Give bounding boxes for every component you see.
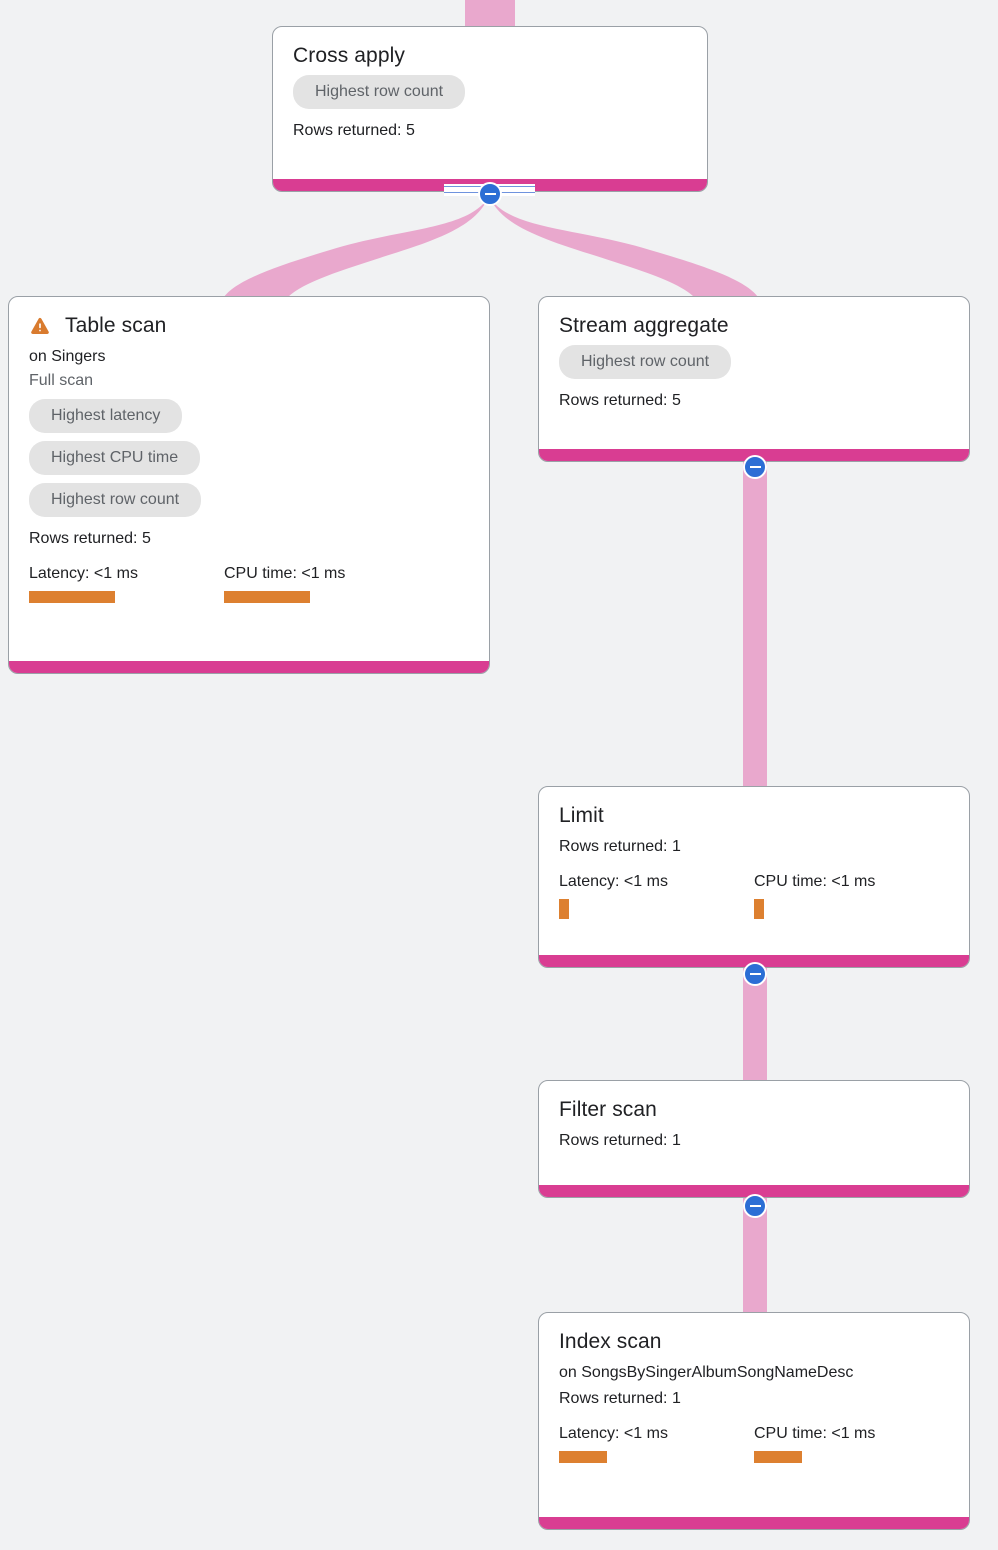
node-footer-accent [539,1185,969,1197]
node-body: Limit Rows returned: 1 Latency: <1 ms CP… [539,787,969,933]
chip-highest-cpu-time: Highest CPU time [29,441,201,475]
node-title-row: Cross apply [293,43,687,69]
node-body: Cross apply Highest row count Rows retur… [273,27,707,157]
warning-icon [31,317,49,334]
collapse-button-stream-aggregate[interactable] [743,455,767,479]
metric-latency: Latency: <1 ms [559,1423,754,1463]
metric-bar [559,1451,607,1463]
chip-wrap: Highest row count [293,75,687,117]
node-limit[interactable]: Limit Rows returned: 1 Latency: <1 ms CP… [538,786,970,968]
node-metrics: Latency: <1 ms CPU time: <1 ms [559,1423,949,1463]
node-footer-accent [539,955,969,967]
node-chips: Highest row count [559,345,949,387]
node-title: Filter scan [559,1098,657,1121]
node-chips: Highest row count [293,75,687,117]
node-index-scan[interactable]: Index scan on SongsBySingerAlbumSongName… [538,1312,970,1530]
metric-cpu-time: CPU time: <1 ms [754,871,949,919]
metric-label: CPU time: <1 ms [224,565,346,582]
node-footer-accent [9,661,489,673]
node-title: Table scan [65,314,167,337]
node-filter-scan[interactable]: Filter scan Rows returned: 1 [538,1080,970,1198]
rows-returned: Rows returned: 5 [293,122,415,139]
collapse-button-limit[interactable] [743,962,767,986]
node-title: Stream aggregate [559,314,729,337]
chip-wrap: Highest row count [559,345,949,387]
node-metrics: Latency: <1 ms CPU time: <1 ms [29,563,469,603]
node-title-row: Limit [559,803,949,829]
node-stream-aggregate[interactable]: Stream aggregate Highest row count Rows … [538,296,970,462]
node-chips: Highest latency Highest CPU time Highest… [29,399,469,525]
node-body: Table scan on Singers Full scan Highest … [9,297,489,617]
edge-incoming-cross-apply [465,0,515,26]
chip-highest-latency: Highest latency [29,399,183,433]
node-subtitle: on SongsBySingerAlbumSongNameDesc [559,1364,854,1381]
chip-highest-row-count: Highest row count [559,345,732,379]
metric-bar [29,591,115,603]
metric-label: CPU time: <1 ms [754,873,876,890]
rows-returned: Rows returned: 1 [559,1132,681,1149]
node-body: Filter scan Rows returned: 1 [539,1081,969,1167]
rows-returned: Rows returned: 5 [559,392,681,409]
rows-returned: Rows returned: 5 [29,530,151,547]
metric-label: Latency: <1 ms [559,873,668,890]
node-table-scan[interactable]: Table scan on Singers Full scan Highest … [8,296,490,674]
node-subtitle: on Singers [29,348,106,365]
node-title: Limit [559,804,604,827]
node-metrics: Latency: <1 ms CPU time: <1 ms [559,871,949,919]
chip-wrap: Highest latency [29,399,469,441]
node-body: Stream aggregate Highest row count Rows … [539,297,969,427]
metric-cpu-time: CPU time: <1 ms [224,563,419,603]
edge-cross-apply-table-scan [222,196,489,300]
node-body: Index scan on SongsBySingerAlbumSongName… [539,1313,969,1477]
metric-bar [559,899,569,919]
metric-latency: Latency: <1 ms [559,871,754,919]
node-title-row: Index scan [559,1329,949,1355]
metric-bar [754,1451,802,1463]
collapse-button-filter-scan[interactable] [743,1194,767,1218]
node-title-row: Filter scan [559,1097,949,1123]
edge-cross-apply-stream-aggregate [489,196,760,300]
chip-highest-row-count: Highest row count [293,75,466,109]
node-cross-apply[interactable]: Cross apply Highest row count Rows retur… [272,26,708,192]
rows-returned: Rows returned: 1 [559,1390,681,1407]
node-footer-accent [539,1517,969,1529]
metric-bar [224,591,310,603]
metric-cpu-time: CPU time: <1 ms [754,1423,949,1463]
node-scan-type: Full scan [29,372,94,389]
node-title: Index scan [559,1330,662,1353]
metric-label: Latency: <1 ms [559,1425,668,1442]
rows-returned: Rows returned: 1 [559,838,681,855]
node-title-row: Table scan [29,313,469,339]
metric-latency: Latency: <1 ms [29,563,224,603]
metric-bar [754,899,764,919]
metric-label: CPU time: <1 ms [754,1425,876,1442]
chip-wrap: Highest row count [29,483,469,525]
chip-highest-row-count: Highest row count [29,483,202,517]
metric-label: Latency: <1 ms [29,565,138,582]
collapse-button-cross-apply[interactable] [478,182,502,206]
node-title: Cross apply [293,44,405,67]
chip-wrap: Highest CPU time [29,441,469,483]
node-title-row: Stream aggregate [559,313,949,339]
edge-stream-aggregate-limit [743,458,767,790]
